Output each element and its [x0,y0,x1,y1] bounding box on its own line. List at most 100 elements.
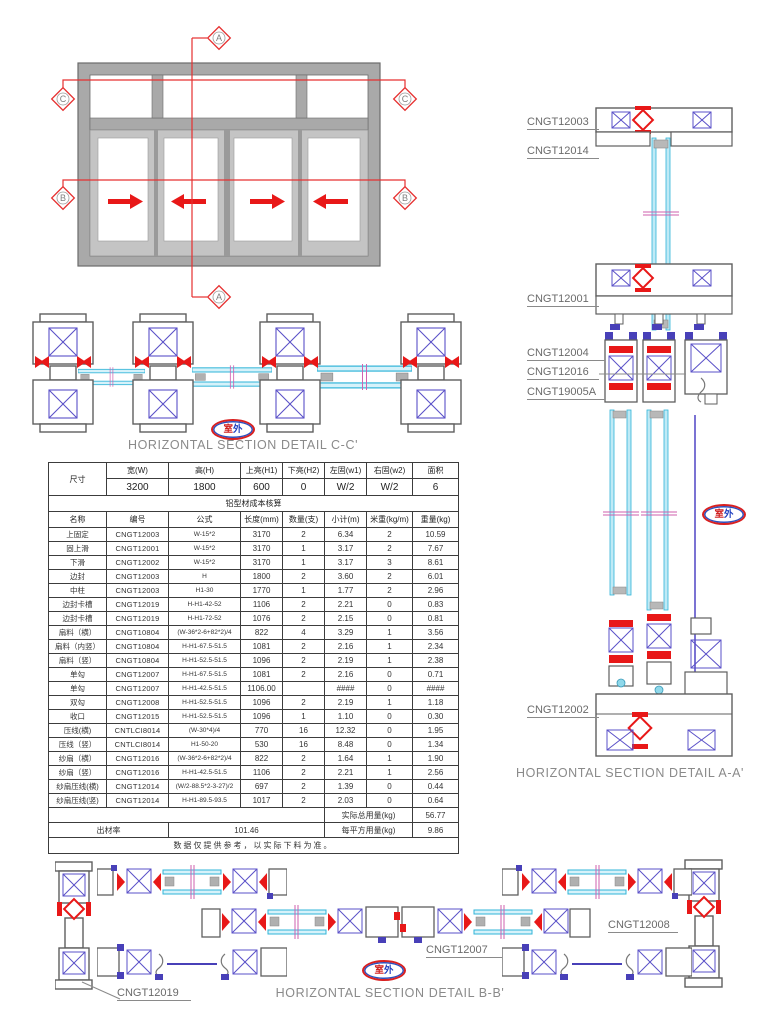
table-cell: 1081 [240,667,283,682]
table-cell: 1096 [240,709,283,724]
part-label: CNGT12004 [527,347,605,361]
footnote-row: 数据仅提供参考，以实际下料为准。 [48,837,459,854]
marker-a-bottom: A [206,284,232,310]
dim-header: 宽(W) [106,462,169,479]
table-cell: CNGT12003 [106,527,169,542]
table-cell: 16 [282,737,325,752]
table-cell: 2.03 [324,793,367,808]
table-cell: 2 [366,527,413,542]
table-cell: 6.01 [412,569,459,584]
table-cell: 2 [282,793,325,808]
column-header: 小计(m) [324,511,367,528]
marker-a-top: A [206,25,232,51]
table-cell: (W-36*2-6+82*2)/4 [168,751,241,766]
part-label: CNGT12008 [608,919,678,933]
table-cell: 3.60 [324,569,367,584]
table-cell: 1.10 [324,709,367,724]
part-label: CNGT12002 [527,704,599,718]
column-header: 数量(支) [282,511,325,528]
table-cell: 1 [282,541,325,556]
table-cell: 530 [240,737,283,752]
outdoor-badge: 室外 [362,960,406,981]
table-cell: 2.19 [324,695,367,710]
table-footnote: 数据仅提供参考，以实际下料为准。 [48,837,459,854]
table-cell: 扇料（内竖） [48,639,107,654]
table-cell [282,681,325,696]
table-cell: 0 [366,723,413,738]
column-header: 公式 [168,511,241,528]
table-cell: CNGT10804 [106,639,169,654]
table-cell: 770 [240,723,283,738]
table-cell: 2.21 [324,597,367,612]
table-cell: 0 [366,681,413,696]
svg-text:B: B [402,193,408,203]
table-cell: 边封卡槽 [48,611,107,626]
table-cell: W-15*2 [168,527,241,542]
part-label: CNGT19005A [527,386,605,400]
table-cell: 3.17 [324,541,367,556]
table-cell: 1.18 [412,695,459,710]
table-cell: (W/2-88.5*2-3-27)/2 [168,779,241,794]
blank-cell [48,807,325,823]
outdoor-badge-text: 室 [223,423,233,435]
table-cell: 1 [282,583,325,598]
dim-header-row: 尺寸 宽(W) 高(H) 上亮(H1) 下亮(H2) 左固(w1) 右固(w2)… [48,462,459,496]
table-cell: 2.16 [324,667,367,682]
column-header: 编号 [106,511,169,528]
table-cell: 2.19 [324,653,367,668]
table-cell: 1.34 [412,737,459,752]
table-cell: H-H1-89.5-93.5 [168,793,241,808]
table-cell: 1.95 [412,723,459,738]
table-cell: 边封 [48,569,107,584]
table-cell: 2 [282,611,325,626]
table-cell: W-15*2 [168,541,241,556]
cost-table: 尺寸 宽(W) 高(H) 上亮(H1) 下亮(H2) 左固(w1) 右固(w2)… [48,462,459,854]
table-cell: 1 [282,555,325,570]
yield-value: 101.46 [168,822,325,838]
table-cell: 1096 [240,695,283,710]
section-aa-title: HORIZONTAL SECTION DETAIL A-A' [515,766,745,780]
table-cell: 0 [366,779,413,794]
svg-text:A: A [216,33,222,43]
table-cell: CNGT12016 [106,765,169,780]
section-markers: A A C C B [50,25,418,310]
table-cell: 单勾 [48,681,107,696]
total-row: 实际总用量(kg) 56.77 [48,807,459,823]
head-frame-profile [595,106,733,147]
table-cell: 8.61 [412,555,459,570]
table-cell: 4 [282,625,325,640]
table-cell: 1 [366,653,413,668]
table-cell: H-H1-67.5-51.5 [168,667,241,682]
sill-frame-profile [595,693,733,757]
table-cell: 纱扇压线(横) [48,779,107,794]
table-cell: #### [324,681,367,696]
table-cell: 2.15 [324,611,367,626]
table-cell: CNTLCI8014 [106,737,169,752]
left-edge-profile [55,861,93,990]
table-cell: CNGT12007 [106,681,169,696]
dim-header: 右固(w2) [366,462,413,479]
table-cell: 2.16 [324,639,367,654]
table-cell: 10.59 [412,527,459,542]
part-label: CNGT12014 [527,145,599,159]
dim-value: 6 [412,478,459,496]
table-section-title-row: 铝型材成本核算 [48,495,459,512]
part-label: CNGT12003 [527,116,599,130]
table-cell: CNGT12014 [106,793,169,808]
glazing-bars [78,364,412,390]
table-cell: 2.21 [324,765,367,780]
table-cell: W-15*2 [168,555,241,570]
table-cell: 2 [366,541,413,556]
table-cell: 2 [366,583,413,598]
cost-table-container: 尺寸 宽(W) 高(H) 上亮(H1) 下亮(H2) 左固(w1) 右固(w2)… [48,462,459,854]
table-cell: 822 [240,751,283,766]
